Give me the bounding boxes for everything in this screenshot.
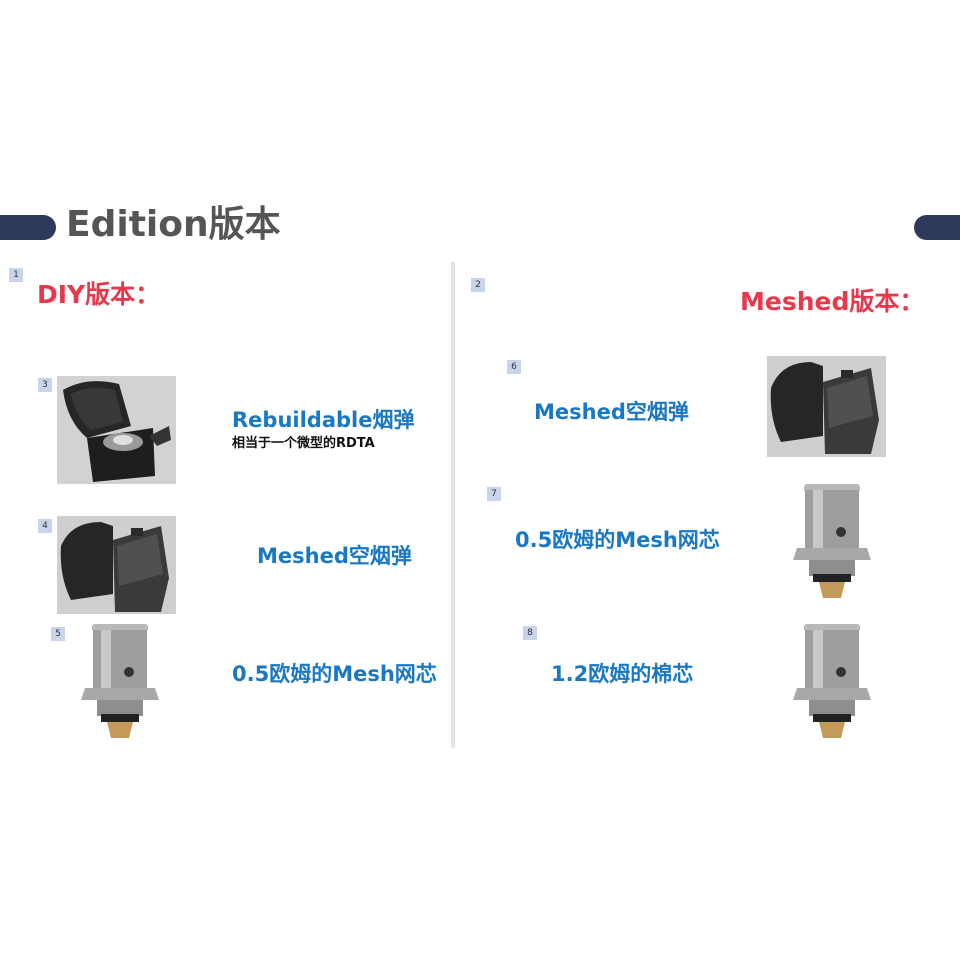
cotton-coil-image (789, 622, 875, 745)
number-badge: 3 (38, 378, 52, 392)
item-label: 1.2欧姆的棉芯 (551, 662, 694, 686)
number-badge: 1 (9, 268, 23, 282)
rebuildable-pod-image (57, 376, 176, 484)
item-label: 0.5欧姆的Mesh网芯 (515, 528, 720, 552)
meshed-empty-pod-image (767, 356, 886, 457)
mesh-coil-image (789, 482, 875, 604)
number-badge: 8 (523, 626, 537, 640)
number-badge: 4 (38, 519, 52, 533)
number-badge: 6 (507, 360, 521, 374)
item-label: Meshed空烟弹 (257, 544, 412, 568)
page-title: Edition版本 (66, 204, 281, 245)
item-label: 0.5欧姆的Mesh网芯 (232, 662, 437, 686)
column-divider (451, 262, 455, 748)
item-label: Rebuildable烟弹 (232, 408, 415, 432)
mesh-coil-image (77, 622, 163, 745)
title-bar-right-decoration (914, 215, 960, 240)
meshed-empty-pod-image (57, 516, 176, 614)
section-heading-meshed: Meshed版本： (740, 287, 925, 316)
section-heading-diy: DIY版本： (37, 280, 161, 309)
item-label: Meshed空烟弹 (534, 400, 689, 424)
number-badge: 7 (487, 487, 501, 501)
title-bar-left-decoration (0, 215, 56, 240)
number-badge: 5 (51, 627, 65, 641)
item-sublabel: 相当于一个微型的RDTA (232, 436, 375, 451)
number-badge: 2 (471, 278, 485, 292)
